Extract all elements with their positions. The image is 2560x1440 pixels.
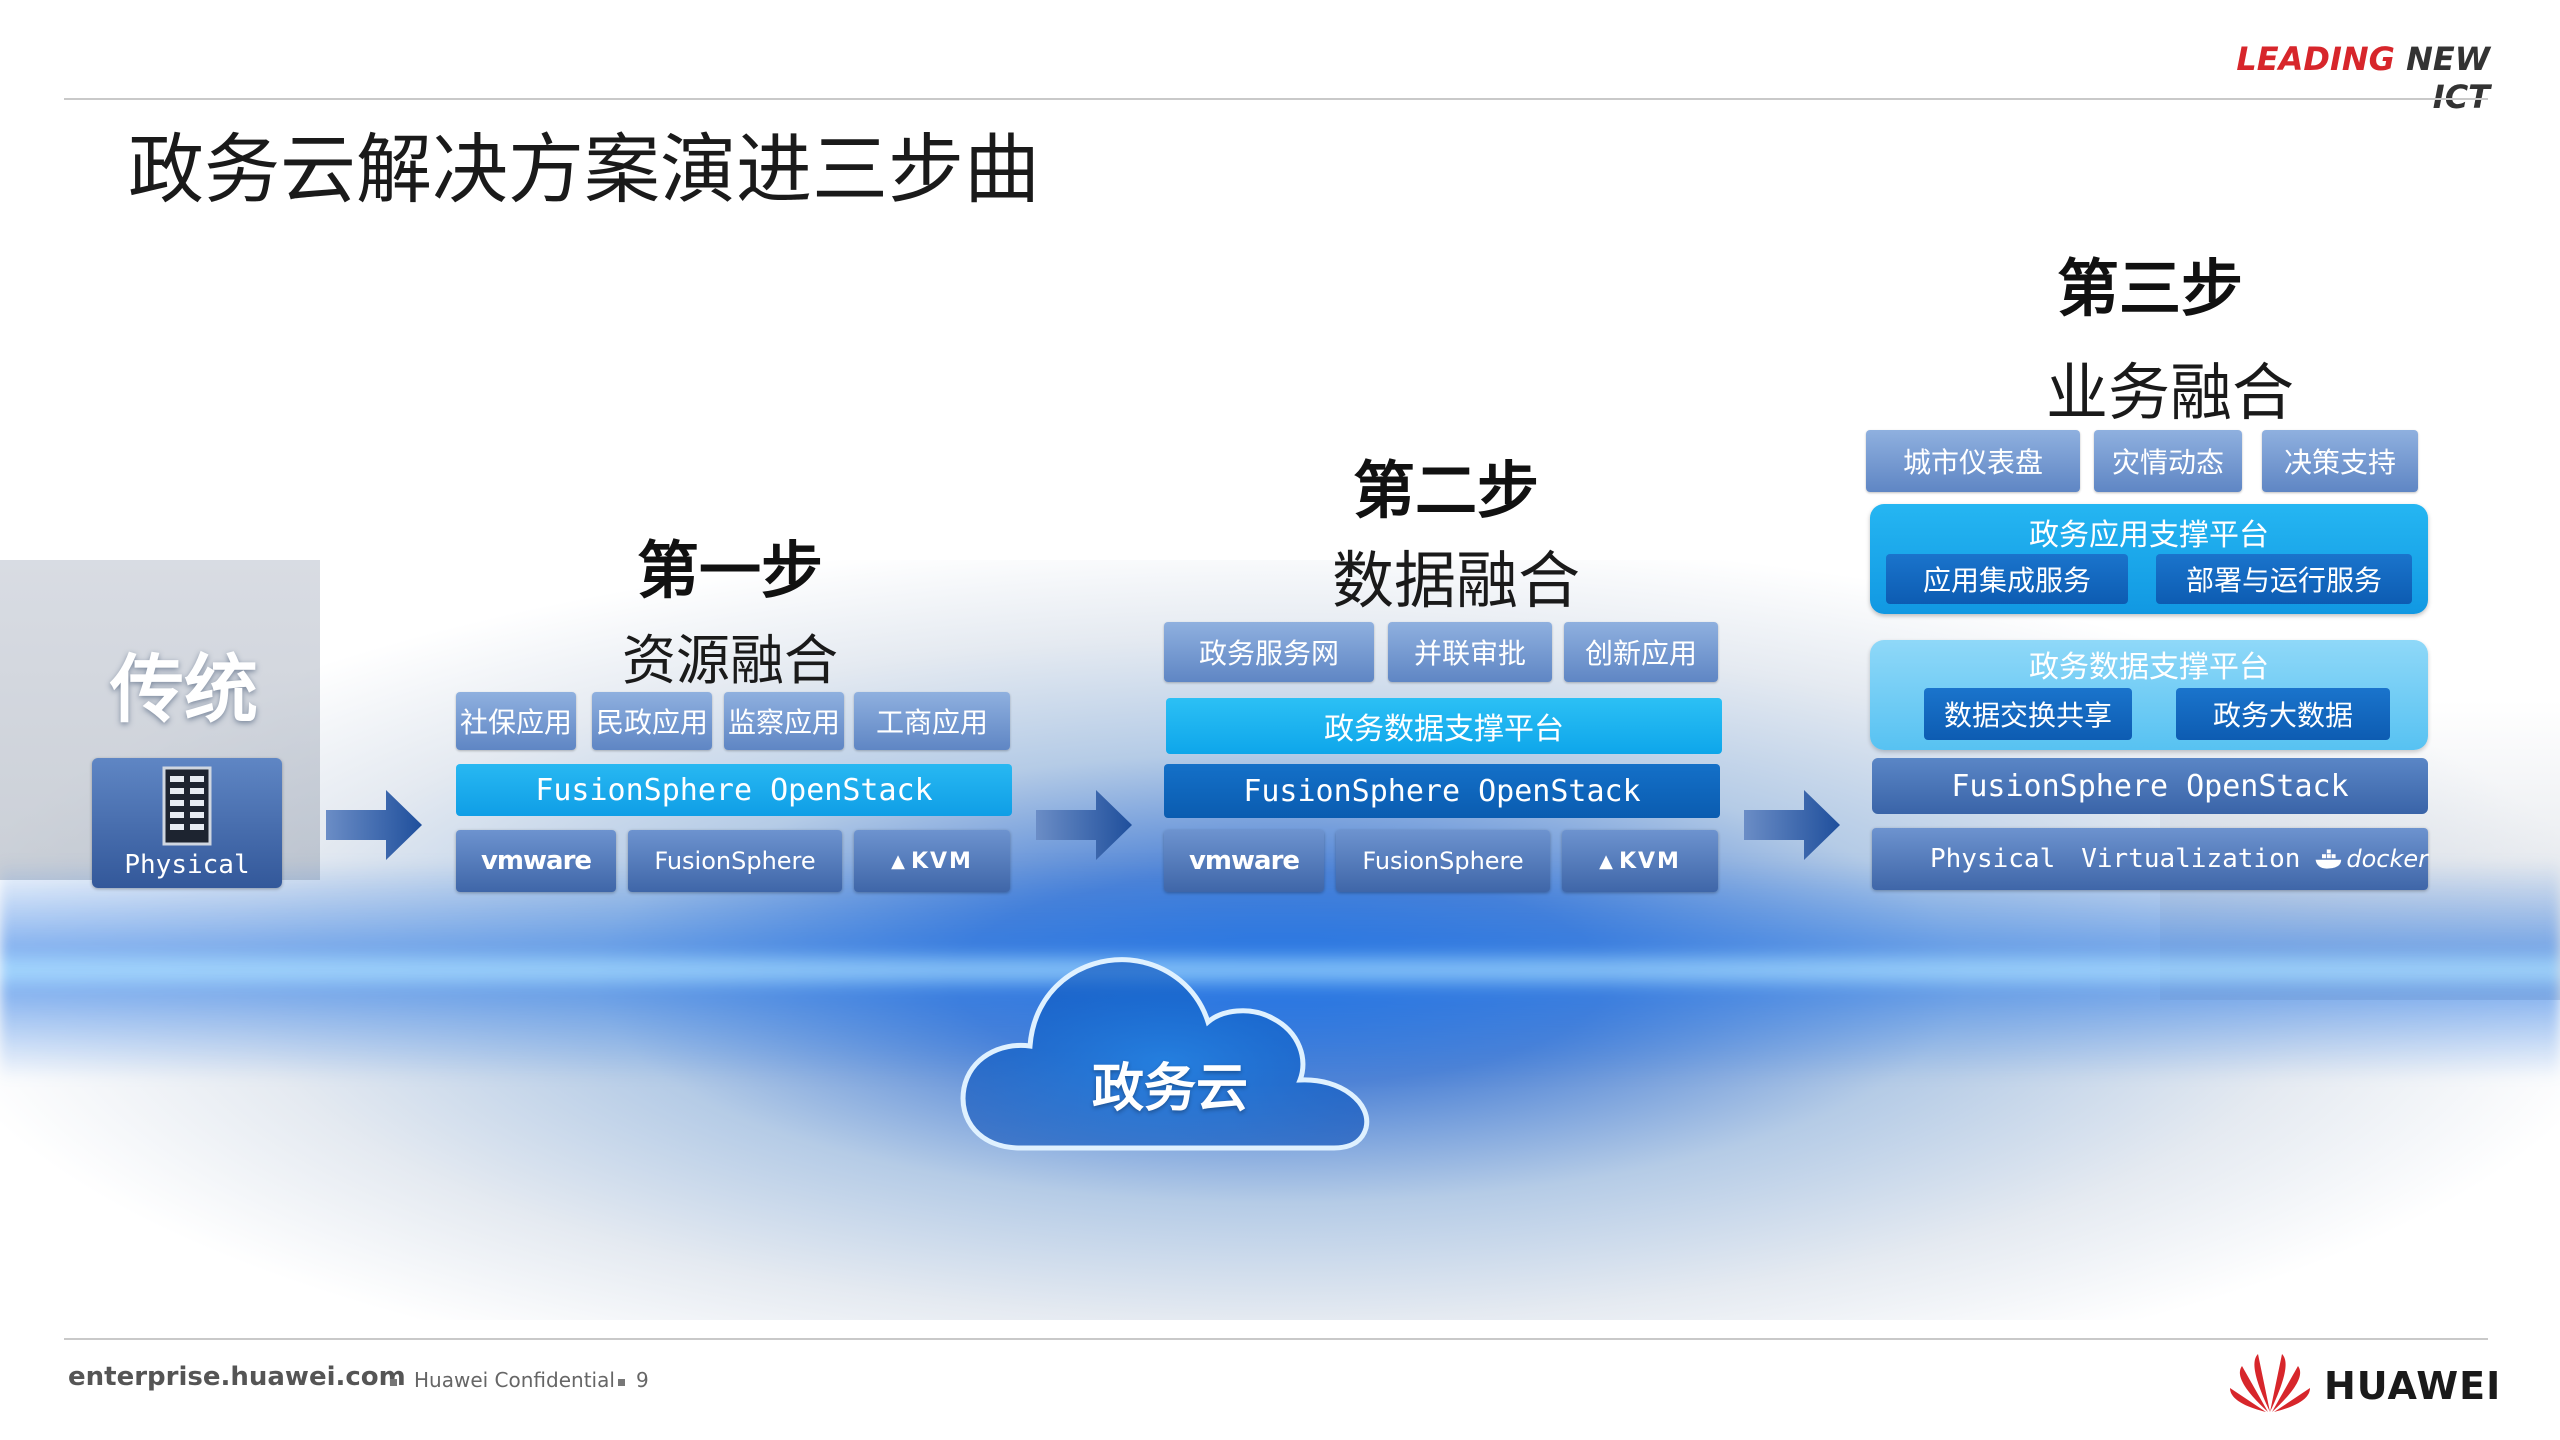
arrow-right-icon — [1744, 790, 1840, 860]
step3-app-dashboard: 城市仪表盘 — [1866, 430, 2080, 492]
server-rack-icon — [162, 766, 212, 846]
step3-docker: docker — [2346, 845, 2428, 873]
docker-whale-icon — [2315, 849, 2342, 869]
step1-heading: 第一步 — [636, 534, 823, 607]
step3-app-platform-panel: 政务应用支撑平台 应用集成服务 部署与运行服务 — [1870, 504, 2428, 614]
arrow-right-icon — [326, 790, 422, 860]
brand-slogan-dark: NEW ICT — [2406, 40, 2490, 116]
footer-confidential: Huawei Confidential — [414, 1368, 615, 1392]
step1-vmware: vmware — [456, 830, 616, 892]
footer-divider — [64, 1338, 2488, 1340]
step2-app-service-net: 政务服务网 — [1164, 622, 1374, 682]
step3-big-data: 政务大数据 — [2176, 688, 2390, 740]
step1-app-social: 社保应用 — [456, 692, 576, 750]
step2-fusionsphere: FusionSphere — [1336, 830, 1550, 892]
step1-openstack: FusionSphere OpenStack — [456, 764, 1012, 816]
footer-separator — [618, 1379, 625, 1386]
step3-virtualization: Virtualization — [2081, 844, 2301, 874]
step3-infra-bar: Physical Virtualization docker — [1872, 828, 2428, 890]
physical-server-box: Physical — [92, 758, 282, 888]
traditional-label: 传统 — [110, 647, 258, 733]
footer-separator — [390, 1379, 397, 1386]
step2-app-innovation: 创新应用 — [1564, 622, 1718, 682]
step3-subheading: 业务融合 — [2045, 356, 2294, 429]
footer-site: enterprise.huawei.com — [68, 1362, 406, 1392]
step2-openstack: FusionSphere OpenStack — [1164, 764, 1720, 818]
step3-openstack: FusionSphere OpenStack — [1872, 758, 2428, 814]
step1-app-civil: 民政应用 — [592, 692, 712, 750]
step3-data-platform-title: 政务数据支撑平台 — [2029, 650, 2269, 685]
huawei-logo-icon — [2230, 1354, 2310, 1412]
step3-app-integration: 应用集成服务 — [1886, 554, 2128, 604]
step1-subheading: 资源融合 — [622, 629, 838, 692]
step1-app-commerce: 工商应用 — [854, 692, 1010, 750]
step2-data-platform: 政务数据支撑平台 — [1166, 698, 1722, 754]
step1-app-supervision: 监察应用 — [724, 692, 844, 750]
step2-app-joint-approval: 并联审批 — [1388, 622, 1552, 682]
step3-app-decision: 决策支持 — [2262, 430, 2418, 492]
step2-kvm-label: KVM — [1618, 848, 1681, 874]
footer-company: HUAWEI — [2324, 1364, 2502, 1408]
kvm-penguin-icon: ▲ — [891, 850, 907, 872]
kvm-penguin-icon: ▲ — [1599, 850, 1615, 872]
step3-app-deploy: 部署与运行服务 — [2156, 554, 2412, 604]
brand-slogan-red: LEADING — [2236, 40, 2395, 78]
step2-vmware: vmware — [1164, 830, 1324, 892]
step2-kvm: ▲ KVM — [1562, 830, 1718, 892]
footer-page-number: 9 — [636, 1368, 649, 1392]
header-divider — [64, 98, 2488, 100]
physical-server-label: Physical — [124, 850, 250, 880]
cloud-label: 政务云 — [1091, 1058, 1248, 1119]
step3-data-platform-panel: 政务数据支撑平台 数据交换共享 政务大数据 — [1870, 640, 2428, 750]
step3-physical: Physical — [1930, 844, 2056, 874]
step3-app-disaster: 灾情动态 — [2094, 430, 2242, 492]
brand-slogan: LEADING NEW ICT — [2180, 40, 2490, 116]
arrow-right-icon — [1036, 790, 1132, 860]
step1-kvm: ▲ KVM — [854, 830, 1010, 892]
step3-data-exchange: 数据交换共享 — [1924, 688, 2132, 740]
step3-heading: 第三步 — [2056, 252, 2243, 325]
step3-app-platform-title: 政务应用支撑平台 — [2029, 518, 2269, 553]
step1-fusionsphere: FusionSphere — [628, 830, 842, 892]
step1-kvm-label: KVM — [910, 848, 973, 874]
page-title: 政务云解决方案演进三步曲 — [128, 125, 1040, 214]
cloud-icon — [960, 957, 1370, 1151]
step2-heading: 第二步 — [1352, 454, 1539, 527]
step2-subheading: 数据融合 — [1331, 544, 1580, 617]
